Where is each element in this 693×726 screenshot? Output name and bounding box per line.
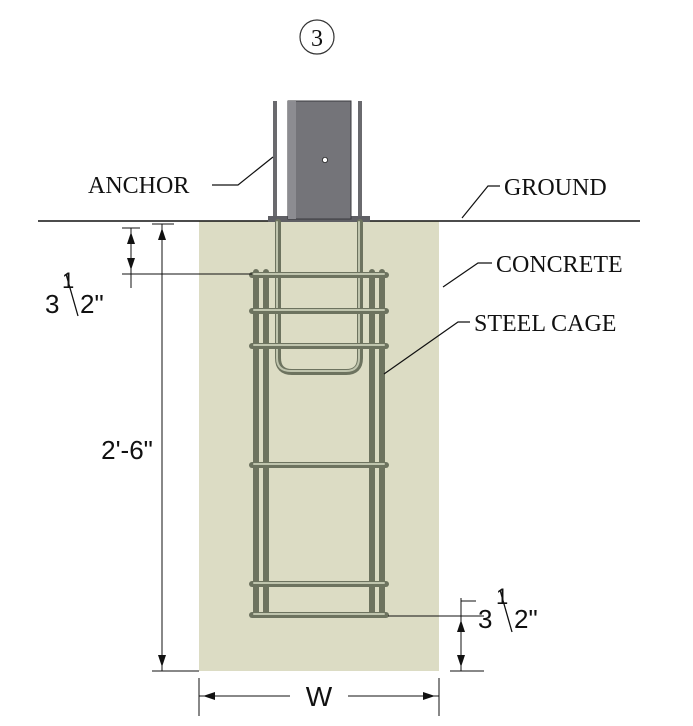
concrete-label: CONCRETE (496, 252, 623, 278)
bottom-cover-fraction-bar (499, 589, 513, 633)
anchor-post-shade (288, 101, 296, 219)
anchor-post-body (287, 100, 352, 220)
bottom-cover-denominator: 2" (514, 604, 538, 634)
top-cover-whole: 3 (45, 289, 59, 319)
leader-lines (212, 156, 500, 375)
width-dimension: W (198, 678, 440, 716)
width-value: W (306, 681, 333, 712)
detail-circle (299, 19, 335, 55)
bottom-cover-dimension: 3 1 2" (388, 584, 538, 672)
depth-dimension: 2'-6" (101, 223, 199, 672)
depth-value: 2'-6" (101, 435, 153, 465)
steel-cage (249, 269, 389, 618)
ground-label: GROUND (504, 175, 607, 201)
concrete-footing (199, 221, 439, 671)
anchor-u-rod-highlight (276, 221, 360, 372)
anchor-leader (212, 156, 274, 186)
bottom-cover-whole: 3 (478, 604, 492, 634)
top-cover-dimension: 3 1 2" (45, 227, 252, 319)
top-cover-denominator: 2" (80, 289, 104, 319)
steel-cage-leader (383, 321, 470, 375)
steel-cage-label: STEEL CAGE (474, 311, 616, 337)
anchor-bolt-hole (321, 156, 328, 163)
concrete-leader (442, 262, 492, 288)
ground-leader (461, 185, 500, 219)
anchor-label: ANCHOR (88, 173, 189, 199)
detail-number: 3 (311, 26, 323, 52)
top-cover-fraction-bar (65, 273, 79, 317)
detail-callout: 3 (299, 19, 335, 55)
anchor-post (268, 100, 370, 222)
